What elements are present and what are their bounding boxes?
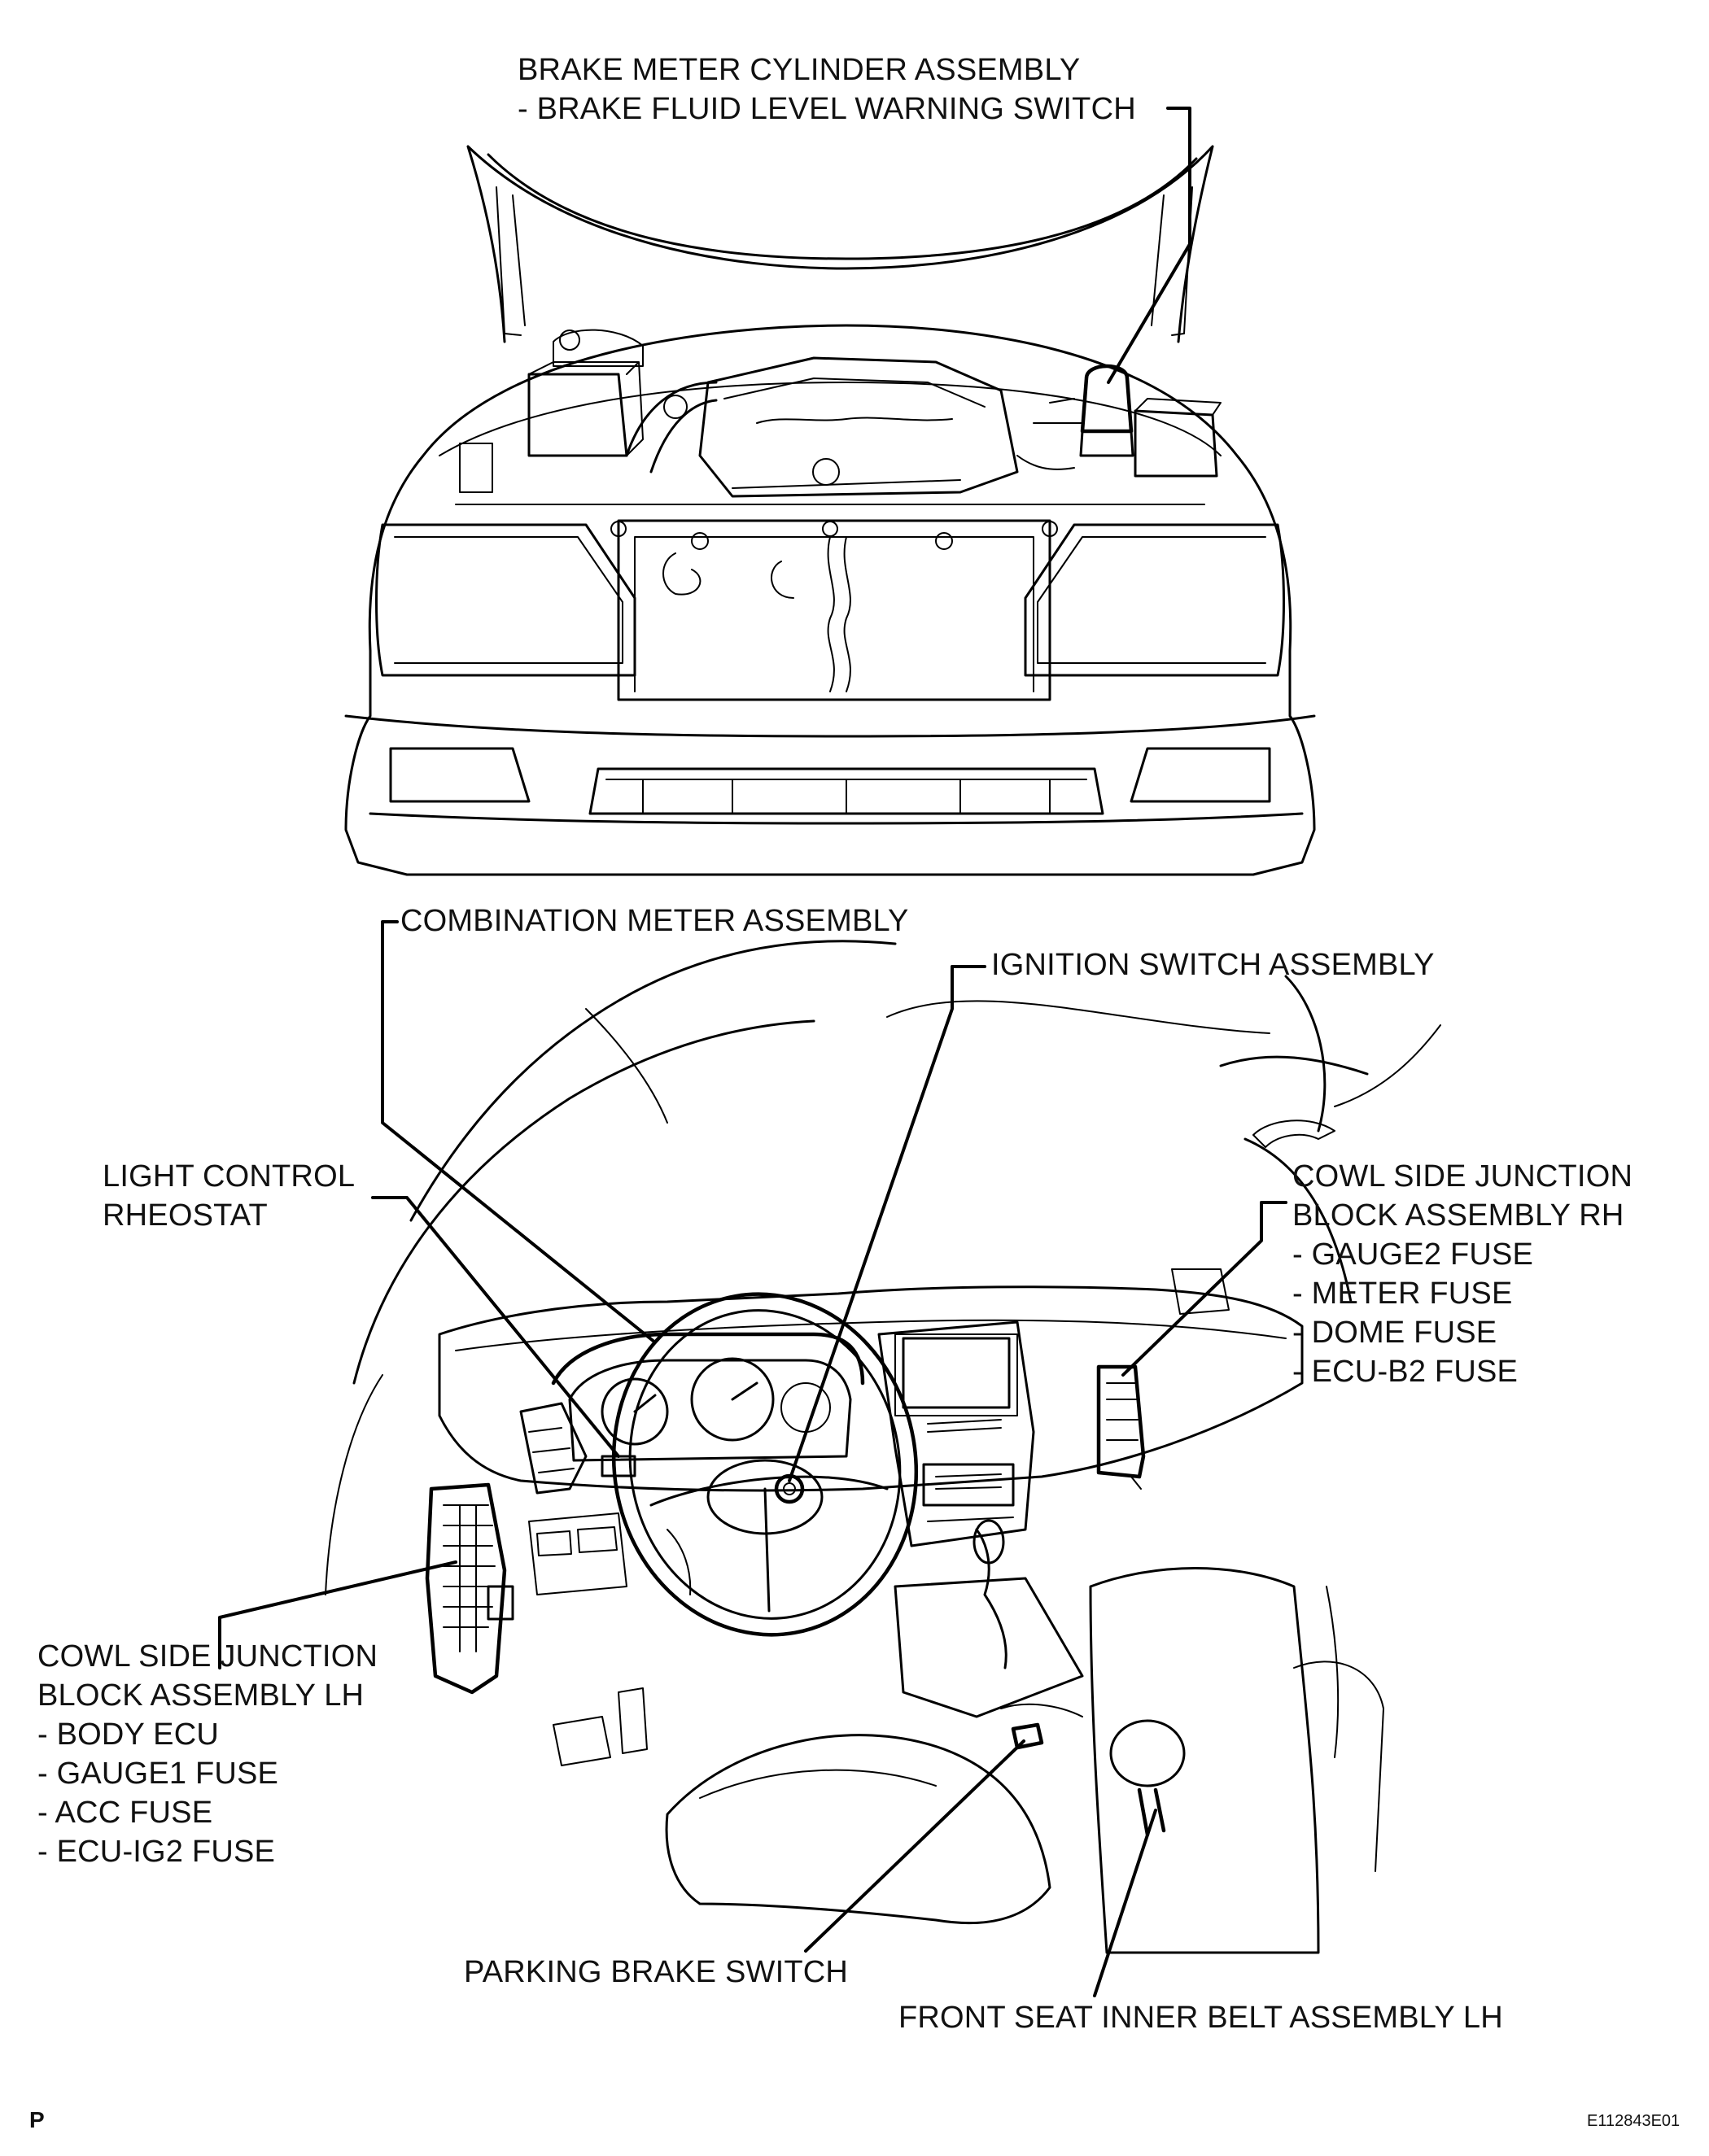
center-stack [877,1320,1035,1547]
gauge-left [601,1377,669,1446]
label-light-control-line2: RHEOSTAT [103,1198,268,1233]
a-pillar-left [352,940,897,1385]
right-seat [1089,1567,1320,1954]
leader-lines [218,107,1287,1997]
label-cowl-junction-lh: COWL SIDE JUNCTION BLOCK ASSEMBLY LH - B… [37,1637,378,1871]
label-cowl-lh-line2: BLOCK ASSEMBLY LH [37,1678,365,1713]
leader-parking-brake [804,1739,1025,1953]
label-brake-master-line2: - BRAKE FLUID LEVEL WARNING SWITCH [518,92,1136,126]
combination-meter-hood [551,1332,865,1386]
label-cowl-lh-item: - BODY ECU [37,1717,220,1752]
body-outline [344,324,1316,876]
leader-combination-meter [381,920,657,1344]
label-cowl-lh-item: - ECU-IG2 FUSE [37,1835,276,1869]
front-seat-inner-belt [1137,1787,1166,1837]
radiator-support [617,519,1051,701]
page-mark: P [29,2107,45,2132]
headlamp-left [375,523,636,677]
navigation-display [902,1337,1011,1409]
label-cowl-rh-item: - DOME FUSE [1292,1316,1497,1350]
steering-wheel [611,1292,919,1637]
light-control-rheostat-panel [519,1402,588,1495]
a-pillar-right [1219,1055,1369,1303]
parking-brake-switch [1011,1722,1044,1750]
label-cowl-lh-line1: COWL SIDE JUNCTION [37,1639,378,1674]
label-brake-master-cylinder: BRAKE METER CYLINDER ASSEMBLY - BRAKE FL… [518,50,1136,129]
foglamp-right [1130,747,1271,803]
label-cowl-lh-item: - GAUGE1 FUSE [37,1757,279,1791]
label-cowl-rh-item: - GAUGE2 FUSE [1292,1237,1534,1272]
label-cowl-junction-rh: COWL SIDE JUNCTION BLOCK ASSEMBLY RH - G… [1292,1157,1633,1391]
label-cowl-rh-line2: BLOCK ASSEMBLY RH [1292,1198,1624,1233]
label-brake-master-line1: BRAKE METER CYLINDER ASSEMBLY [518,53,1081,87]
engine-cover [698,356,1019,498]
label-ignition-switch: IGNITION SWITCH ASSEMBLY [991,948,1435,982]
lower-grille [588,767,1104,815]
front-seat [665,1734,1051,1925]
label-cowl-rh-line1: COWL SIDE JUNCTION [1292,1159,1633,1194]
label-cowl-rh-item: - METER FUSE [1292,1277,1513,1311]
interior-dashboard-view [325,940,1441,1954]
cowl-junction-block-lh [425,1482,507,1695]
label-cowl-rh-item: - ECU-B2 FUSE [1292,1355,1519,1389]
center-console [894,1577,1084,1718]
instrument-panel [438,1285,1304,1492]
label-light-control-line1: LIGHT CONTROL [103,1159,356,1194]
label-front-seat-inner-belt: FRONT SEAT INNER BELT ASSEMBLY LH [898,2001,1503,2035]
leader-brake-master [1107,107,1191,384]
headlamp-right [1024,523,1285,677]
label-parking-brake-switch: PARKING BRAKE SWITCH [464,1955,849,1989]
label-light-control-rheostat: LIGHT CONTROL RHEOSTAT [103,1157,355,1235]
foglamp-left [389,747,531,803]
brake-master-cylinder-reservoir [1080,364,1134,434]
label-cowl-lh-item: - ACC FUSE [37,1796,213,1830]
front-bumper [344,714,1316,738]
leader-ignition-switch [788,965,986,1482]
leader-light-control [371,1196,620,1458]
open-hood [466,145,1214,343]
audio-unit [922,1463,1015,1507]
gauge-right [690,1357,775,1442]
figure-code: E112843E01 [1587,2112,1681,2130]
leader-cowl-lh [218,1560,457,1669]
vehicle-front-view [344,145,1316,876]
leader-cowl-rh [1121,1201,1287,1377]
label-combination-meter: COMBINATION METER ASSEMBLY [400,904,909,938]
leader-seat-belt [1093,1809,1157,1997]
